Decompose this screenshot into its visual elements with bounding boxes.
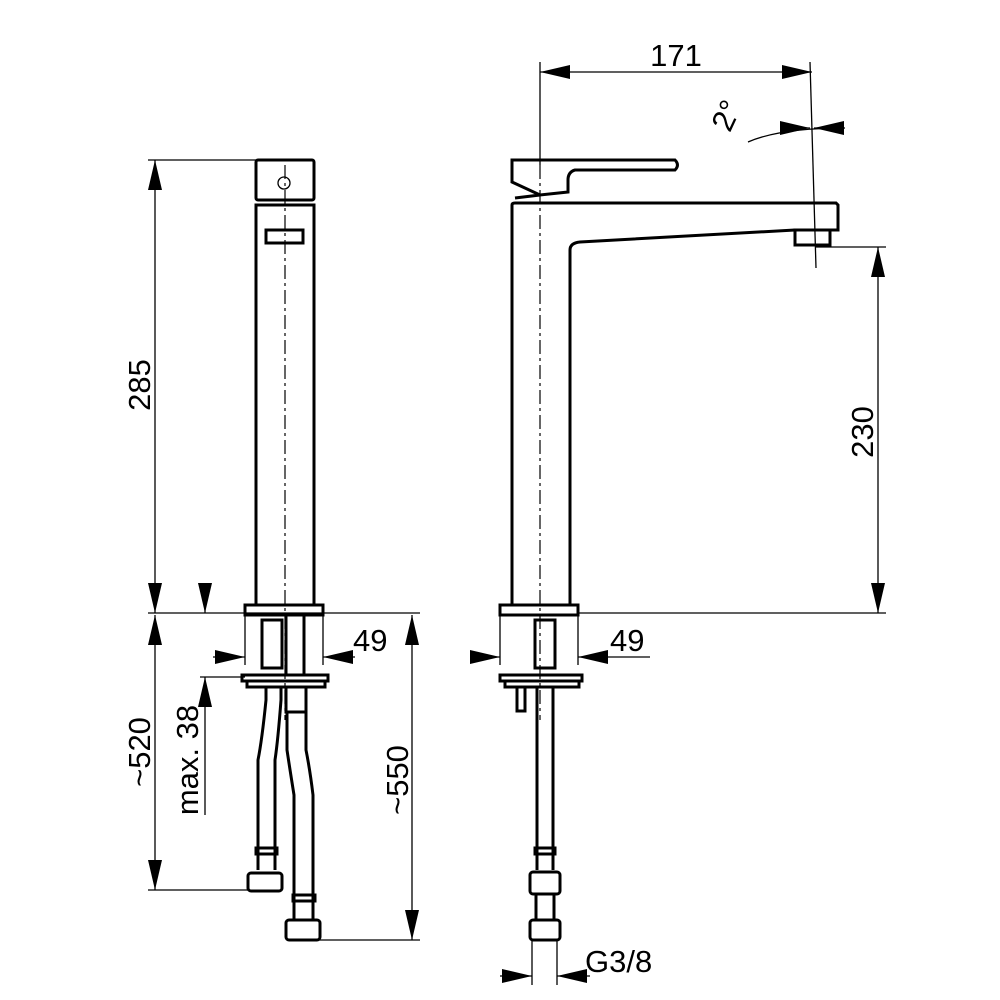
dim-spout-angle: 2° [704, 95, 748, 137]
side-lever [510, 158, 679, 197]
dim-total-height: 285 [122, 359, 157, 411]
side-base [498, 603, 580, 617]
side-view-dimensions: 171 2° 230 49 G3/8 [470, 38, 886, 985]
dim-base-front: 49 [353, 623, 387, 658]
dim-spout-reach: 171 [650, 38, 702, 73]
side-hose-nut [528, 918, 562, 942]
dim-hose-long: ~550 [380, 745, 415, 815]
front-view-dimensions: 285 ~520 max. 38 49 ~550 [122, 159, 420, 941]
dim-connection-thread: G3/8 [585, 944, 652, 979]
front-lever-screw [277, 176, 291, 190]
hose-nut-long [284, 918, 322, 942]
side-body-spout [510, 201, 840, 605]
dim-spout-height: 230 [845, 406, 880, 458]
dim-base-side: 49 [610, 623, 644, 658]
side-view-faucet [498, 158, 840, 942]
front-view-faucet [240, 158, 330, 942]
hose-nut-short [246, 871, 284, 893]
front-base [243, 603, 325, 617]
dim-max-counter: max. 38 [170, 705, 205, 815]
dim-hose-short: ~520 [122, 717, 157, 787]
side-aerator [793, 228, 832, 247]
